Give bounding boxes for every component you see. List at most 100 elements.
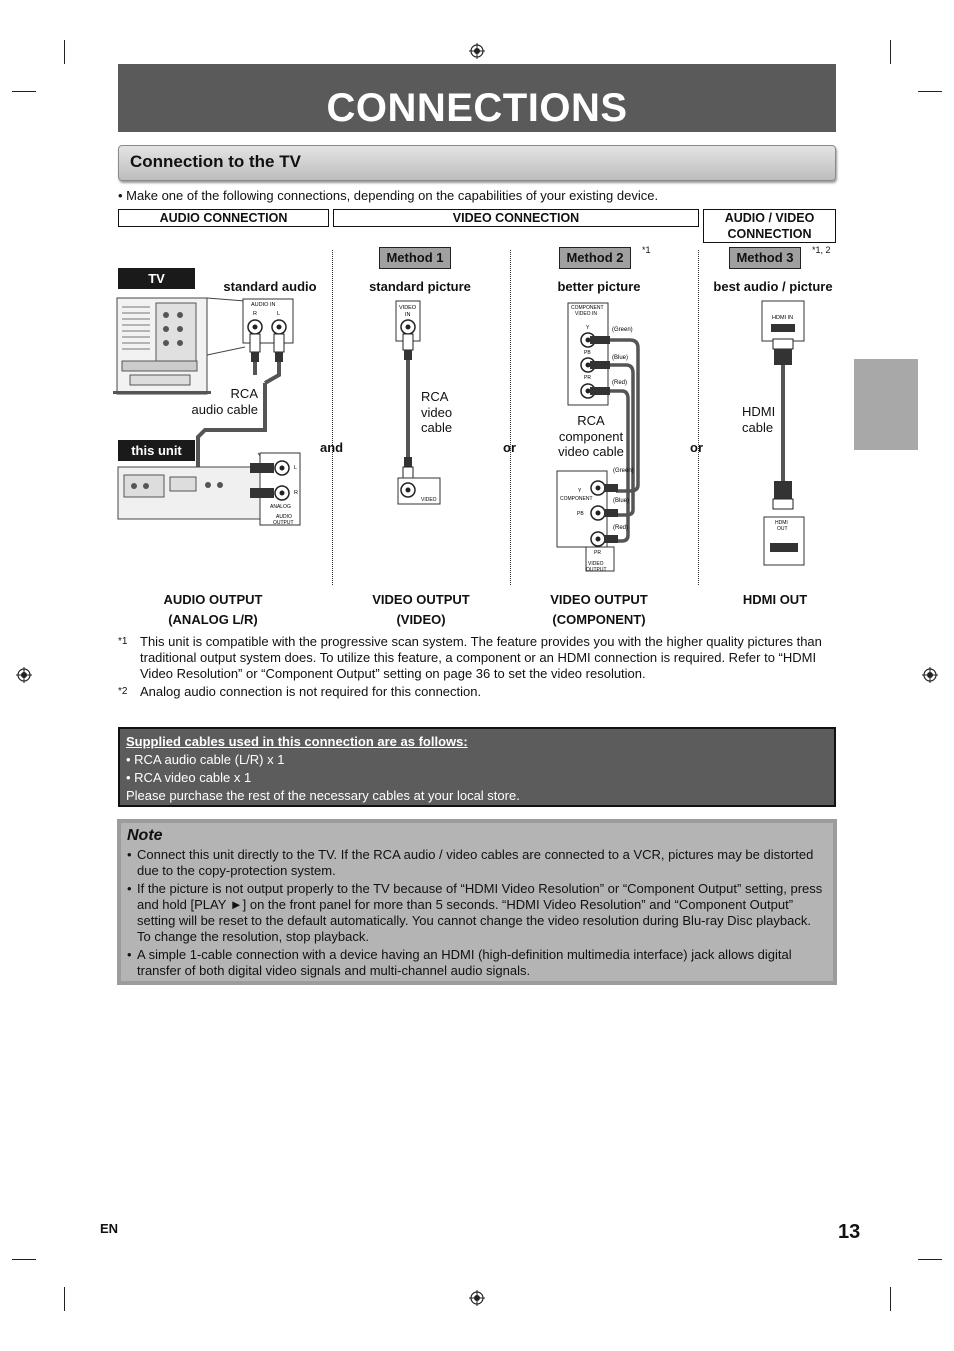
section-header: Connection to the TV: [118, 145, 836, 181]
connection-diagram: AUDIO IN R L L R ANALOG AUDIO OUTPUT: [113, 297, 805, 573]
av-connection-header-line2: CONNECTION: [727, 227, 812, 241]
crop-mark: [64, 1287, 65, 1311]
av-connection-header: AUDIO / VIDEO CONNECTION: [703, 209, 836, 243]
rca-component-cable-label: RCA component video cable: [552, 413, 630, 460]
component-output-label-line1: VIDEO OUTPUT: [550, 592, 648, 607]
footnote-1: *1 This unit is compatible with the prog…: [118, 634, 835, 682]
crop-mark: [64, 40, 65, 64]
video-output-label-line1: VIDEO OUTPUT: [372, 592, 470, 607]
footnote-2: *2 Analog audio connection is not requir…: [118, 684, 835, 700]
note-list: Connect this unit directly to the TV. If…: [127, 847, 827, 979]
tv-component-in-jacks: COMPONENT VIDEO IN Y PB PR (Green) (Blue…: [567, 302, 633, 406]
caption-better-picture: better picture: [557, 279, 641, 294]
svg-text:(Red): (Red): [612, 380, 627, 386]
svg-text:L: L: [277, 311, 280, 317]
svg-text:COMPONENT: COMPONENT: [571, 305, 604, 311]
note-item: If the picture is not output properly to…: [127, 881, 827, 945]
conjunction-and: and: [320, 440, 344, 455]
audio-output-label-line2: (ANALOG L/R): [168, 612, 258, 627]
registration-mark-icon: [16, 667, 32, 683]
svg-text:AUDIO IN: AUDIO IN: [251, 302, 275, 308]
this-unit-rear-panel-illustration: [117, 452, 296, 526]
page-title-bar: CONNECTIONS: [118, 64, 836, 132]
supplied-cables-box: Supplied cables used in this connection …: [118, 727, 836, 807]
registration-mark-icon: [469, 1290, 485, 1306]
crop-mark: [890, 1287, 891, 1311]
svg-text:VIDEO IN: VIDEO IN: [575, 311, 597, 317]
supplied-cable-item: • RCA audio cable (L/R) x 1: [126, 752, 285, 767]
note-item: A simple 1-cable connection with a devic…: [127, 947, 827, 979]
component-cable-label-line1: RCA: [577, 413, 605, 428]
section-title: Connection to the TV: [130, 152, 301, 171]
svg-text:HDMI: HDMI: [775, 520, 788, 526]
svg-text:VIDEO: VIDEO: [421, 497, 437, 503]
svg-text:PR: PR: [584, 375, 591, 381]
conjunction-or: or: [690, 440, 703, 455]
method-3-label: Method 3: [729, 247, 801, 269]
rca-video-cable-label-line3: cable: [421, 420, 453, 435]
svg-text:PB: PB: [584, 350, 591, 356]
side-tab: [854, 359, 918, 450]
svg-text:Y: Y: [578, 488, 582, 494]
component-output-label: VIDEO OUTPUT (COMPONENT): [534, 590, 664, 630]
svg-text:L: L: [294, 465, 297, 471]
column-divider: [332, 250, 333, 585]
svg-text:VIDEO: VIDEO: [588, 561, 604, 567]
svg-text:Y: Y: [586, 325, 590, 331]
note-box: Note Connect this unit directly to the T…: [117, 819, 837, 985]
video-output-label-line2: (VIDEO): [396, 612, 446, 627]
unit-component-output-jacks: COMPONENT Y PB PR VIDEO OUTPUT (Green) (…: [556, 468, 634, 573]
audio-connection-header: AUDIO CONNECTION: [118, 209, 329, 227]
method-1-label: Method 1: [379, 247, 451, 269]
component-cable-label-line2: component: [558, 428, 624, 444]
caption-standard-audio: standard audio: [223, 279, 317, 294]
note-item: Connect this unit directly to the TV. If…: [127, 847, 827, 879]
hdmi-out-label: HDMI OUT: [742, 592, 808, 607]
column-divider: [698, 250, 699, 585]
method-2-label: Method 2: [559, 247, 631, 269]
svg-text:COMPONENT: COMPONENT: [560, 496, 593, 502]
svg-text:IN: IN: [405, 312, 411, 318]
note-heading: Note: [127, 827, 163, 844]
language-label: EN: [100, 1221, 119, 1236]
svg-text:R: R: [294, 490, 298, 496]
page-title: CONNECTIONS: [326, 86, 628, 130]
tv-audio-in-jacks: AUDIO IN R L: [242, 298, 294, 362]
audio-output-label-line1: AUDIO OUTPUT: [163, 592, 263, 607]
svg-text:ANALOG: ANALOG: [270, 504, 291, 510]
svg-text:HDMI IN: HDMI IN: [772, 315, 793, 321]
rca-audio-cable-label-line2: audio cable: [191, 401, 259, 417]
registration-mark-icon: [922, 667, 938, 683]
tv-video-in-jack: VIDEO IN: [395, 300, 421, 360]
tv-rear-panel-illustration: [113, 297, 246, 395]
svg-text:(Green): (Green): [613, 468, 634, 474]
method-3-footnote-mark: *1, 2: [812, 245, 831, 255]
svg-text:(Blue): (Blue): [612, 355, 628, 361]
intro-text: • Make one of the following connections,…: [118, 188, 659, 203]
supplied-cable-item: • RCA video cable x 1: [126, 770, 252, 785]
component-output-label-line2: (COMPONENT): [552, 612, 646, 627]
caption-best-audio-picture: best audio / picture: [713, 279, 833, 294]
tv-label: TV: [118, 268, 195, 289]
footnote-2-text: Analog audio connection is not required …: [140, 684, 482, 699]
page-number: 13: [838, 1221, 861, 1243]
footnote-1-mark: *1: [118, 636, 128, 647]
rca-video-cable-label-line2: video: [421, 404, 453, 420]
unit-video-output-jack: VIDEO: [397, 457, 441, 505]
method-2-footnote-mark: *1: [642, 245, 651, 255]
svg-text:PR: PR: [594, 550, 601, 556]
svg-text:(Red): (Red): [613, 525, 628, 531]
hdmi-cable-label-line2: cable: [742, 419, 774, 435]
svg-text:OUTPUT: OUTPUT: [273, 520, 294, 526]
audio-output-label: AUDIO OUTPUT (ANALOG L/R): [148, 590, 278, 630]
crop-mark: [890, 40, 891, 64]
supplied-cables-footer: Please purchase the rest of the necessar…: [126, 788, 520, 803]
svg-text:R: R: [253, 311, 257, 317]
component-cable-label-line3: video cable: [558, 444, 624, 459]
footnote-2-mark: *2: [118, 686, 128, 697]
rca-video-cable-label: RCA video cable: [421, 389, 471, 436]
unit-hdmi-out-jack: HDMI OUT: [763, 481, 805, 566]
svg-text:OUT: OUT: [777, 526, 788, 532]
crop-mark: [918, 1259, 942, 1260]
hdmi-cable-label: HDMI cable: [742, 404, 782, 435]
